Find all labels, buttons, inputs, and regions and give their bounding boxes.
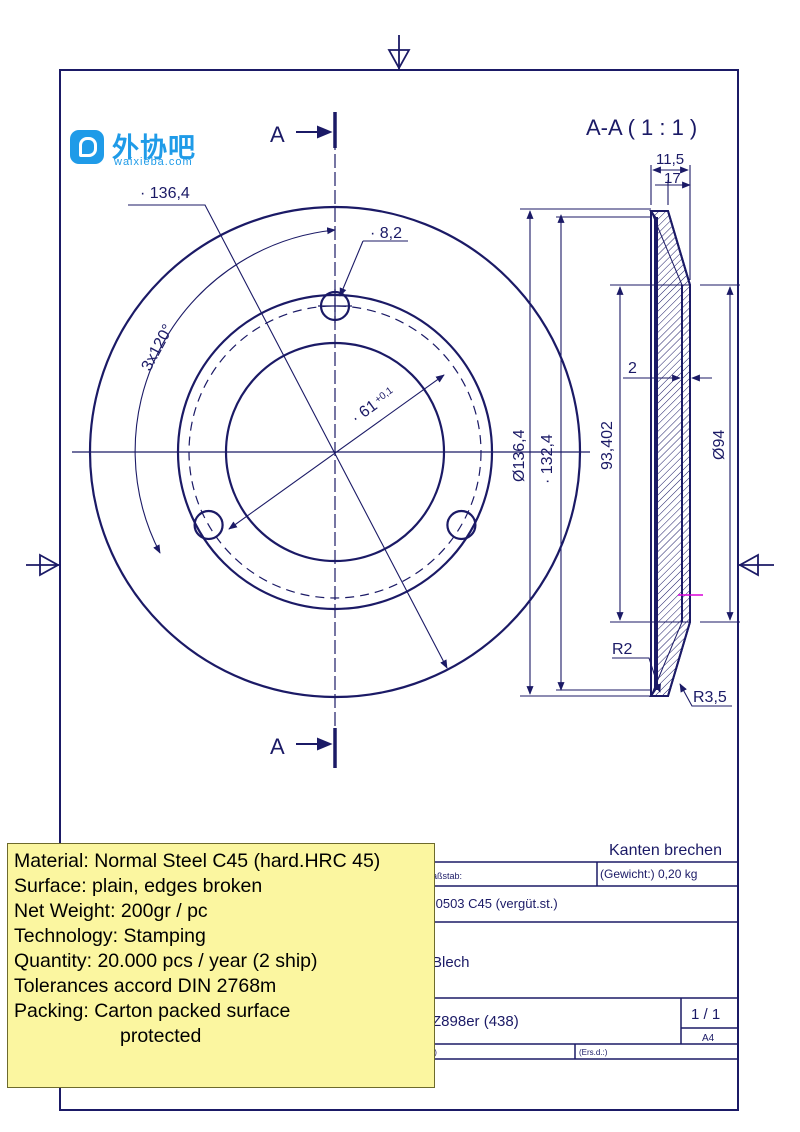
part-number: Z898er (438) (432, 1013, 519, 1030)
specification-note: Material: Normal Steel C45 (hard.HRC 45)… (7, 843, 435, 1088)
section-label-top: A (270, 122, 285, 147)
weight-label: (Gewicht:) 0,20 kg (600, 867, 697, 881)
spec-line-weight: Net Weight: 200gr / pc (14, 900, 208, 922)
section-arrows (296, 125, 333, 751)
spec-line-tolerances: Tolerances accord DIN 2768m (14, 975, 277, 997)
section-dimensions (520, 165, 740, 707)
edge-note: Kanten brechen (609, 842, 722, 859)
waixieba-logo: 外协吧 waixieba.com (70, 128, 220, 172)
dim-width-b: 17 (664, 170, 681, 187)
scale-label: aßstab: (432, 871, 462, 881)
spec-line-material: Material: Normal Steel C45 (hard.HRC 45) (14, 850, 381, 872)
section-label-bottom: A (270, 734, 285, 759)
sheet-format: A4 (702, 1033, 715, 1044)
dim-recess: 93,402 (599, 421, 616, 470)
dim-inner-flange: · 132,4 (539, 434, 556, 484)
dim-hole-pattern: 3x120° (139, 322, 177, 374)
dim-outer-dia: Ø136,4 (511, 429, 528, 482)
section-title: A-A ( 1 : 1 ) (586, 115, 697, 140)
section-view (649, 210, 691, 697)
centering-marks (26, 35, 774, 577)
bolt-hole-right (446, 509, 477, 541)
material-label: .0503 C45 (vergüt.st.) (432, 896, 558, 911)
dim-radius-outer: R3,5 (693, 689, 727, 706)
spec-line-technology: Technology: Stamping (14, 925, 206, 947)
dim-outer-circle: · 136,4 (140, 185, 190, 202)
logo-url-text: waixieba.com (114, 156, 193, 168)
dim-radius-inner: R2 (612, 641, 633, 658)
logo-chinese-text: 外协吧 (112, 133, 196, 164)
dim-thickness: 2 (628, 360, 637, 377)
semi-finished-label: Blech (432, 954, 470, 971)
spec-line-surface: Surface: plain, edges broken (14, 875, 263, 897)
front-dimensions (128, 204, 448, 669)
dim-hole-dia: · 8,2 (370, 225, 402, 242)
logo-icon (70, 130, 104, 164)
dim-bolt-circle: · 61+0,1 (348, 384, 398, 427)
dim-width-a: 11,5 (656, 151, 684, 168)
spec-line-packing-cont: protected (120, 1025, 202, 1047)
dim-center-hole: Ø94 (711, 430, 728, 460)
spec-line-packing: Packing: Carton packed surface (14, 1000, 291, 1022)
title-block (400, 861, 738, 1060)
spec-line-quantity: Quantity: 20.000 pcs / year (2 ship) (14, 950, 318, 972)
replaces-label: (Ers.d.:) (579, 1048, 608, 1057)
sheet-number: 1 / 1 (691, 1006, 720, 1023)
